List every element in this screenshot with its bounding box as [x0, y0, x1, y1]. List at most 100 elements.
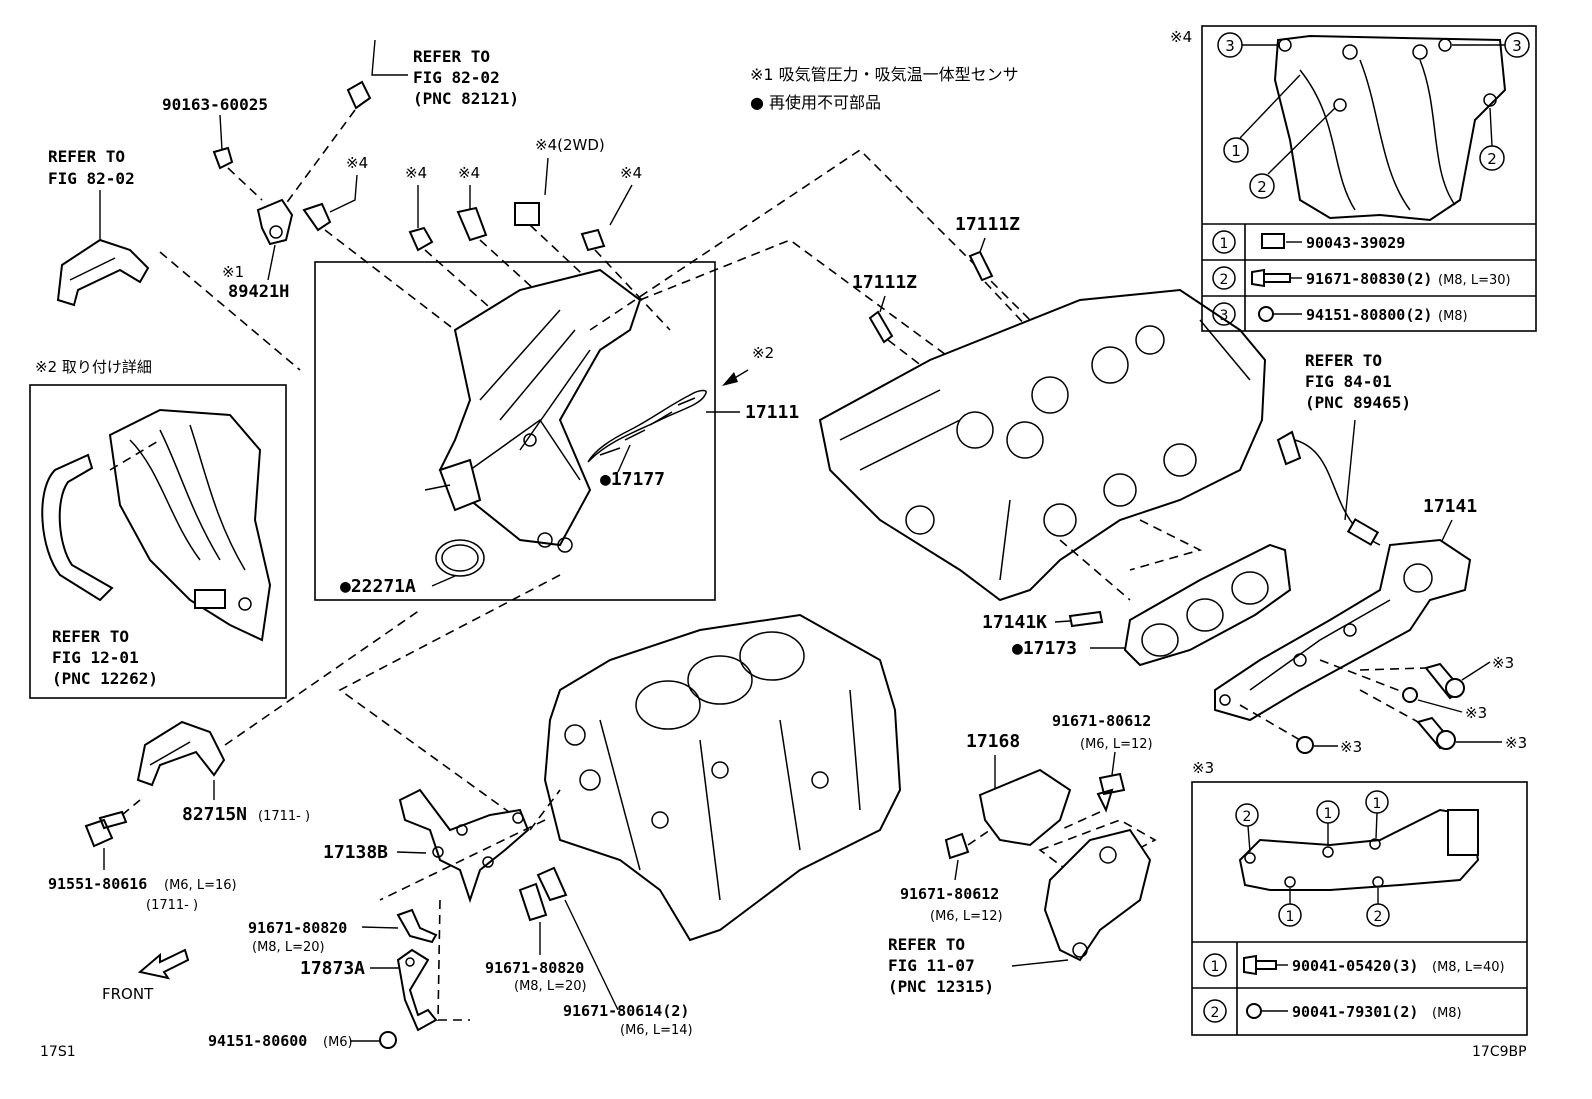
nut-90041-79301-icon — [1246, 1003, 1262, 1019]
label-17173: ●17173 — [1012, 638, 1077, 659]
svg-text:94151-80800(2): 94151-80800(2) — [1306, 306, 1432, 324]
svg-text:1: 1 — [1373, 796, 1382, 812]
label-89421H: 89421H — [228, 282, 289, 302]
label-17177: ●17177 — [600, 469, 665, 490]
cylinder-block — [543, 613, 902, 942]
detail2-refer-1: REFER TO — [52, 627, 129, 646]
intake-manifold — [424, 268, 642, 553]
sensor-connector — [346, 80, 372, 110]
label-94151-80600-spec: (M6) — [323, 1035, 353, 1050]
table4-manifold-drawing — [1273, 34, 1507, 222]
table4-box — [1201, 25, 1537, 332]
svg-text:90043-39029: 90043-39029 — [1306, 234, 1405, 252]
label-91671-80612-b: 91671-80612 — [900, 885, 999, 903]
label-17111Z-b: 17111Z — [852, 272, 917, 293]
gasket-17173 — [1123, 543, 1292, 667]
stud-17111Z-a — [968, 250, 994, 282]
note-sensor: ※1 吸気管圧力・吸気温一体型センサ — [750, 65, 1019, 84]
label-91671-80820-b-spec: (M8, L=20) — [514, 979, 587, 994]
label-91671-80612-a: 91671-80612 — [1052, 712, 1151, 730]
label-91671-80614-spec: (M6, L=14) — [620, 1023, 693, 1038]
svg-text:2: 2 — [1374, 909, 1383, 925]
refer-fig11-1: REFER TO — [888, 935, 965, 954]
label-91551-80616-sub: (1711- ) — [146, 898, 198, 913]
label-s4-e: ※4 — [620, 164, 642, 182]
bracket-upper-left — [56, 238, 150, 307]
note-non-reusable: ● 再使用不可部品 — [750, 93, 881, 112]
bolt-91671-80612-b — [944, 832, 970, 860]
detail2-box — [29, 384, 287, 699]
table4-callouts: 3 3 1 2 2 — [1217, 32, 1530, 199]
label-s4-a: ※4 — [346, 154, 368, 172]
bolt-90041-05420-icon — [1243, 954, 1277, 976]
svg-text:(M8, L=40): (M8, L=40) — [1432, 960, 1505, 975]
table3-manifold-drawing — [1238, 808, 1480, 891]
bolt-s4-c — [456, 206, 488, 242]
label-s3-d: ※3 — [1340, 738, 1362, 756]
arrow-s2-head — [722, 372, 738, 386]
table4-row-2: 2 91671-80830(2) (M8, L=30) — [1212, 266, 1511, 290]
table3-mark: ※3 — [1192, 759, 1214, 777]
svg-text:2: 2 — [1487, 150, 1497, 168]
svg-text:1: 1 — [1231, 142, 1241, 160]
label-17111Z-a: 17111Z — [955, 214, 1020, 235]
bolt-91671-80830-icon — [1251, 268, 1291, 288]
refer-fig82-b-2: FIG 82-02 — [413, 68, 500, 87]
table4-row-1: 1 90043-39029 — [1212, 230, 1405, 254]
label-82715N-sub: (1711- ) — [258, 809, 310, 824]
nut-94151-80600 — [379, 1031, 397, 1049]
nut-s4-e — [580, 228, 606, 252]
label-17141: 17141 — [1423, 496, 1477, 517]
gasket-17177 — [587, 389, 707, 463]
refer-fig82-b-3: (PNC 82121) — [413, 89, 519, 108]
label-s3-a: ※3 — [1492, 654, 1514, 672]
label-s4-c: ※4 — [458, 164, 480, 182]
label-17168: 17168 — [966, 731, 1020, 752]
bracket-82715N — [136, 720, 226, 787]
detail2-refer-3: (PNC 12262) — [52, 669, 158, 688]
label-91551-80616: 91551-80616 — [48, 875, 147, 893]
bolts-91671-80820-b — [518, 866, 568, 922]
svg-text:3: 3 — [1512, 37, 1522, 55]
label-17111: 17111 — [745, 402, 799, 423]
svg-text:1: 1 — [1220, 236, 1229, 252]
label-17141K: 17141K — [982, 612, 1047, 633]
detail2-title: ※2 取り付け詳細 — [35, 358, 152, 376]
cap-90043-icon — [1261, 233, 1285, 249]
label-s4-2wd: ※4(2WD) — [535, 136, 605, 154]
detail2-manifold-drawing — [41, 408, 272, 642]
svg-text:91671-80830(2): 91671-80830(2) — [1306, 270, 1432, 288]
label-82715N: 82715N — [182, 804, 247, 825]
label-22271A: ●22271A — [340, 576, 416, 597]
svg-text:(M8, L=30): (M8, L=30) — [1438, 273, 1511, 288]
refer-fig82-b-1: REFER TO — [413, 47, 490, 66]
label-s1: ※1 — [222, 263, 244, 281]
table3-box — [1191, 781, 1528, 1036]
label-17873A: 17873A — [300, 958, 365, 979]
label-91671-80612-b-spec: (M6, L=12) — [930, 909, 1003, 924]
svg-text:2: 2 — [1211, 1005, 1220, 1021]
svg-text:90041-05420(3): 90041-05420(3) — [1292, 957, 1418, 975]
exhaust-manifold-17141 — [1214, 538, 1472, 722]
stud-17111Z-b — [868, 310, 894, 344]
label-s3-c: ※3 — [1505, 734, 1527, 752]
label-17138B: 17138B — [323, 842, 388, 863]
front-label: FRONT — [102, 985, 154, 1003]
nut-s4-b — [408, 226, 434, 252]
code-right: 17C9BP — [1472, 1044, 1527, 1060]
oxygen-sensor — [1276, 430, 1381, 546]
label-s3-b: ※3 — [1465, 704, 1487, 722]
bolt-91671-80820-a — [396, 908, 438, 944]
table4-row-3: 3 94151-80800(2) (M8) — [1212, 302, 1468, 326]
bolt-s4-a — [302, 202, 332, 232]
svg-text:90041-79301(2): 90041-79301(2) — [1292, 1003, 1418, 1021]
heat-insulator-17168 — [978, 768, 1072, 847]
label-91671-80820-a: 91671-80820 — [248, 919, 347, 937]
bolt-90163 — [212, 146, 234, 170]
gasket-22271A — [435, 539, 485, 577]
svg-text:1: 1 — [1211, 959, 1220, 975]
bracket-17138B — [398, 788, 530, 904]
svg-text:1: 1 — [1286, 909, 1295, 925]
front-arrow-icon — [137, 948, 190, 980]
